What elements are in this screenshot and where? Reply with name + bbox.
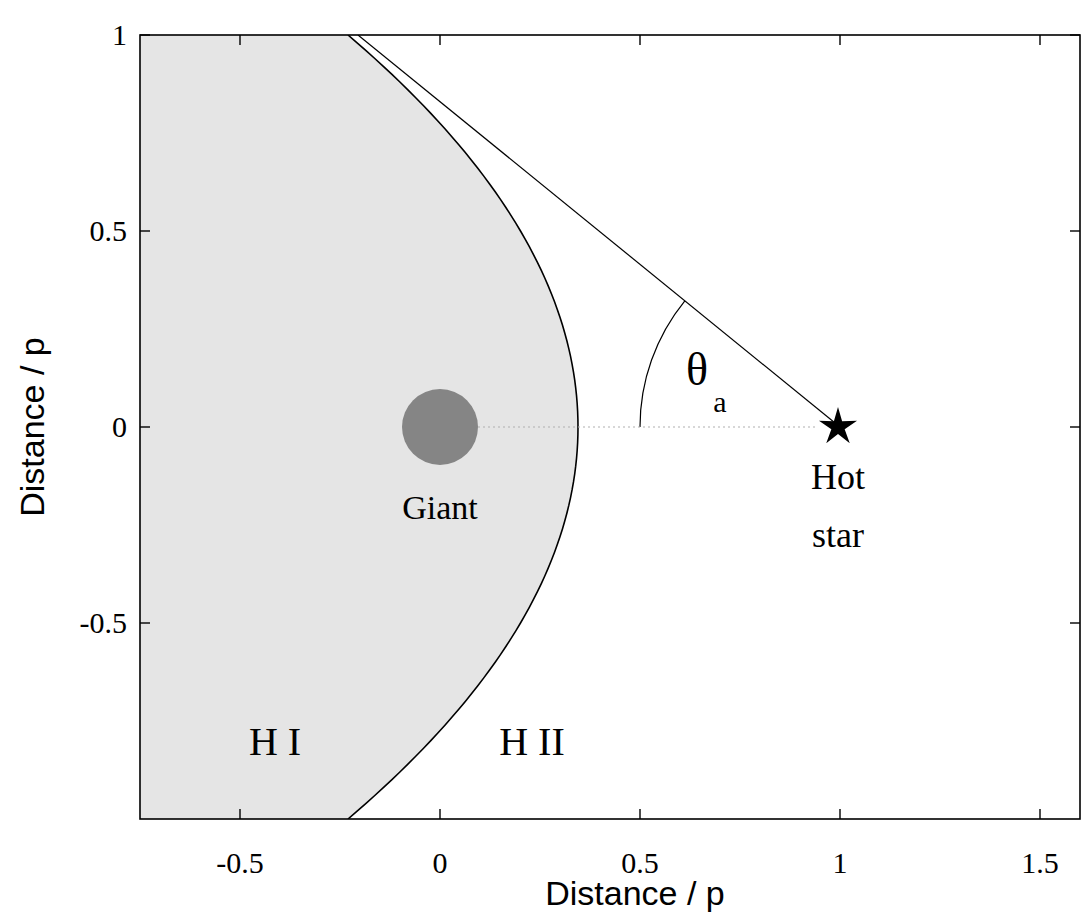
- tick-mark: [239, 35, 240, 45]
- star-symbol: [819, 407, 857, 443]
- axis-title: Distance / p: [545, 876, 725, 910]
- tick-mark: [1070, 426, 1080, 427]
- tick-label: 0: [112, 412, 127, 442]
- tick-mark: [839, 809, 840, 819]
- tick-mark: [140, 230, 150, 231]
- tick-label: 0: [433, 848, 448, 878]
- tick-mark: [140, 34, 150, 35]
- circle-shape: [402, 389, 478, 465]
- plot-frame: [140, 35, 1080, 819]
- tick-mark: [839, 35, 840, 45]
- tick-mark: [439, 809, 440, 819]
- angle-symbol: θ: [686, 347, 708, 393]
- tick-label: 0.5: [90, 216, 128, 246]
- tick-mark: [639, 35, 640, 45]
- tick-label: 1.5: [1021, 848, 1059, 878]
- axis-title: Distance / p: [15, 337, 49, 517]
- opening-angle-line: [358, 35, 840, 427]
- tick-mark: [140, 622, 150, 623]
- giant-disc: [402, 389, 478, 465]
- neutral-region: [140, 35, 578, 819]
- hot-star: Hot star: [818, 407, 858, 447]
- star-label: Giant: [370, 489, 510, 526]
- tick-label: 1: [112, 20, 127, 50]
- tick-label: 1: [833, 848, 848, 878]
- tick-mark: [639, 809, 640, 819]
- tick-mark: [1039, 35, 1040, 45]
- region-label: H II: [499, 722, 565, 762]
- star-shape: [818, 407, 858, 447]
- tick-mark: [1070, 622, 1080, 623]
- tick-label: 0.5: [621, 848, 659, 878]
- tick-mark: [239, 809, 240, 819]
- star-label: Hot star: [788, 449, 888, 564]
- tick-label: -0.5: [216, 848, 264, 878]
- angle-subscript: a: [713, 387, 726, 417]
- giant-star: Giant: [402, 389, 478, 465]
- tick-mark: [1070, 230, 1080, 231]
- region-label: H I: [249, 722, 301, 762]
- axis-connector: [478, 426, 818, 427]
- tick-mark: [1070, 34, 1080, 35]
- tick-marks: [140, 35, 1080, 819]
- tick-label: -0.5: [80, 608, 128, 638]
- tick-mark: [1039, 809, 1040, 819]
- tick-mark: [439, 35, 440, 45]
- angle-arc: [640, 301, 685, 427]
- tick-mark: [140, 426, 150, 427]
